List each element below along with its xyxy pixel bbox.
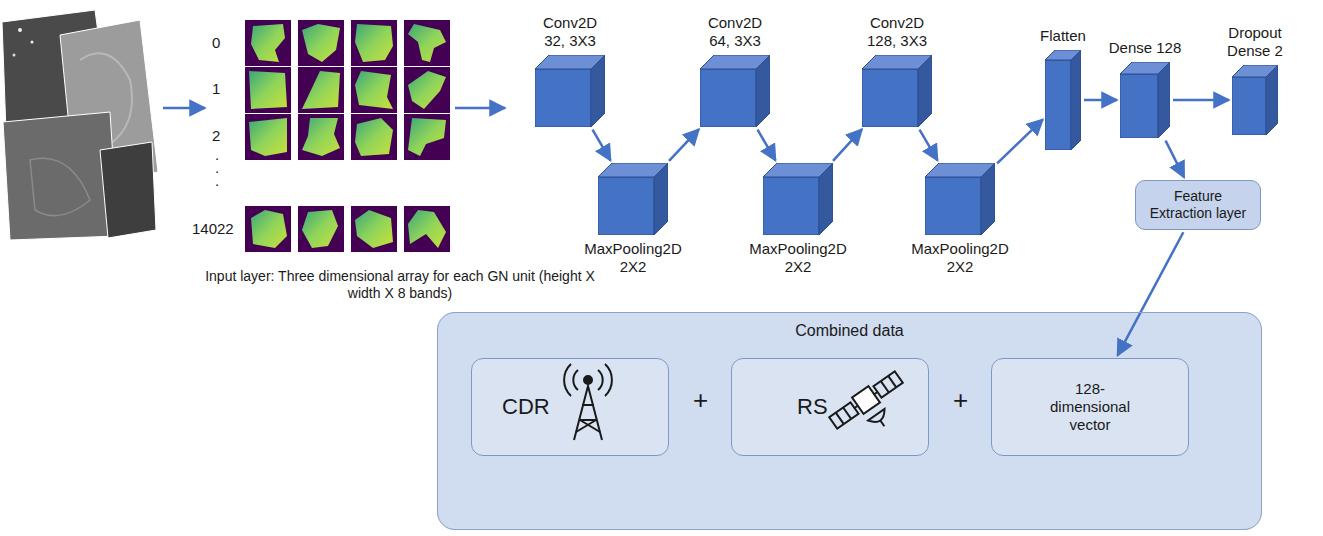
cube-shape [535, 55, 605, 127]
cube-face [1071, 50, 1081, 150]
data-box: CDR [471, 358, 669, 456]
plus-sign: + [693, 385, 708, 416]
cube-face [763, 177, 819, 235]
flow-arrow [669, 129, 699, 161]
layer-block: MaxPooling2D 2X2 [763, 163, 833, 235]
cube-face [1120, 74, 1158, 138]
flow-arrow [1166, 141, 1185, 178]
layer-label: Conv2D 64, 3X3 [698, 14, 772, 50]
layer-block: MaxPooling2D 2X2 [598, 163, 668, 235]
cube-face [1232, 77, 1266, 135]
flow-arrow [1118, 232, 1184, 355]
layer-block: Conv2D 64, 3X3 [700, 55, 770, 127]
plus-sign: + [953, 385, 968, 416]
cube-shape [862, 55, 932, 127]
flow-arrow [758, 130, 776, 161]
data-box: 128-dimensional vector [991, 358, 1189, 456]
flow-arrow [997, 119, 1043, 163]
flow-arrow [1173, 99, 1229, 102]
flow-arrow [163, 107, 205, 110]
layer-block: Dropout Dense 2 [1232, 65, 1278, 135]
feature-label: Feature Extraction layer [1144, 188, 1252, 222]
layer-block: Conv2D 128, 3X3 [862, 55, 932, 127]
cube-face [756, 55, 770, 127]
layer-label: MaxPooling2D 2X2 [742, 240, 854, 276]
layer-block: Flatten [1045, 50, 1081, 150]
flow-arrow [1084, 99, 1117, 102]
satellite-mosaic [2, 10, 158, 240]
layer-label: Dropout Dense 2 [1219, 24, 1291, 60]
layer-label: Conv2D 128, 3X3 [857, 14, 937, 50]
thumbnail-grid [245, 20, 450, 252]
layer-label: Dense 128 [1109, 39, 1182, 57]
cube-shape [598, 163, 668, 235]
cube-face [1158, 62, 1170, 138]
layer-block: Conv2D 32, 3X3 [535, 55, 605, 127]
layer-block: MaxPooling2D 2X2 [925, 163, 995, 235]
cube-face [654, 163, 668, 235]
row-index: 14022 [192, 220, 234, 238]
data-label: 128-dimensional vector [1040, 380, 1140, 434]
cube-shape [1120, 62, 1170, 138]
cube-face [981, 163, 995, 235]
cube-shape [1045, 50, 1081, 150]
cube-face [1266, 65, 1278, 135]
cube-face [591, 55, 605, 127]
cube-face [700, 69, 756, 127]
data-label: CDR [502, 394, 550, 420]
cube-face [918, 55, 932, 127]
row-index: 0 [212, 34, 220, 52]
data-box: RS [731, 358, 929, 456]
cube-face [819, 163, 833, 235]
cube-shape [763, 163, 833, 235]
cube-face [862, 69, 918, 127]
group-title: Combined data [438, 321, 1261, 340]
flow-arrow [920, 130, 938, 161]
cube-face [925, 177, 981, 235]
cube-face [535, 69, 591, 127]
cube-shape [1232, 65, 1278, 135]
data-label: RS [797, 394, 828, 420]
cube-shape [700, 55, 770, 127]
row-index: . [215, 172, 219, 190]
cube-face [598, 177, 654, 235]
cube-shape [925, 163, 995, 235]
layer-block: Dense 128 [1120, 62, 1170, 138]
flow-arrow [455, 107, 505, 110]
feature-box: Feature Extraction layer [1135, 180, 1261, 230]
flow-arrow [593, 130, 611, 161]
flow-arrow [833, 129, 862, 161]
layer-label: Flatten [1040, 27, 1086, 45]
layer-label: Conv2D 32, 3X3 [533, 14, 607, 50]
caption-note: Input layer: Three dimensional array for… [205, 268, 595, 302]
combined-box: Combined dataCDR RS 128-dimensional vector [437, 312, 1262, 530]
row-index: 2 [212, 127, 220, 145]
layer-label: MaxPooling2D 2X2 [904, 240, 1016, 276]
cube-face [1045, 60, 1071, 150]
row-index: 1 [212, 80, 220, 98]
